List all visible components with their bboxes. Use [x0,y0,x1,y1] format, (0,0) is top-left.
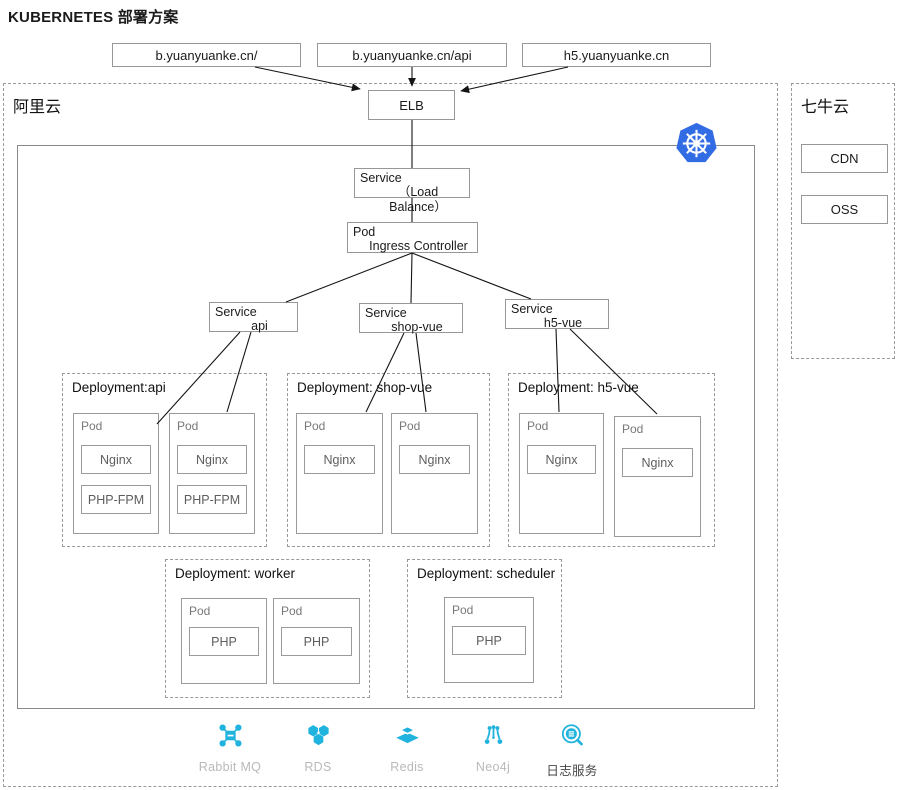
container-php: PHP [281,627,352,656]
pod-type-label: Pod [353,225,376,239]
service-name-label: shop-vue [391,320,443,335]
pod-title: Pod [81,419,103,433]
rds-icon [307,725,329,746]
footer-service-neo4j: Neo4j [448,722,538,774]
service-name-label: h5-vue [543,316,583,331]
deployment-label: Deployment: worker [175,566,296,581]
deployment-label: Deployment: h5-vue [518,380,639,395]
footer-service-label: Redis [390,760,424,774]
container-nginx: Nginx [304,445,375,474]
ingress-name-label: Ingress Controller [369,239,468,254]
container-nginx: Nginx [399,445,470,474]
footer-service-rabbitmq: Rabbit MQ [185,722,275,774]
service-type-label: Service [215,305,257,319]
page-title: KUBERNETES 部署方案 [8,9,179,26]
deployment-shop-vue: Deployment: shop-vue Pod Nginx Pod Nginx [287,373,490,547]
footer-service-label: Rabbit MQ [198,760,262,774]
deployment-label: Deployment: scheduler [417,566,556,581]
container-nginx: Nginx [177,445,247,474]
deployment-h5-vue: Deployment: h5-vue Pod Nginx Pod Nginx [508,373,715,547]
footer-service-label: Neo4j [475,760,511,774]
aliyun-region-label: 阿里云 [13,99,62,116]
elb-box: ELB [368,90,455,120]
pod: Pod Nginx [519,413,604,534]
rabbitmq-icon [218,724,242,747]
domain-box-b-root: b.yuanyuanke.cn/ [112,43,301,67]
footer-service-rds: RDS [273,722,363,774]
deployment-label: Deployment:api [72,380,166,395]
qiniu-region [791,83,895,359]
pod-title: Pod [304,419,326,433]
pod: Pod PHP [181,598,267,684]
deployment-worker: Deployment: worker Pod PHP Pod PHP [165,559,370,698]
pod: Pod Nginx [296,413,383,534]
pod: Pod Nginx [391,413,478,534]
footer-service-label: RDS [304,760,332,774]
service-type-label: Service [360,171,402,185]
container-php: PHP [452,626,526,655]
domain-label: h5.yuanyuanke.cn [563,47,670,63]
pod: Pod Nginx [614,416,701,537]
footer-service-redis: Redis [362,722,452,774]
pod: Pod Nginx PHP-FPM [169,413,255,534]
redis-icon [395,725,419,744]
pod: Pod PHP [444,597,534,683]
pod-title: Pod [177,419,199,433]
service-type-label: Service [365,306,407,320]
footer-service-log: 日志服务 [527,722,617,779]
pod-title: Pod [281,604,303,618]
pod-title: Pod [527,419,549,433]
k8s-cluster-region [17,145,755,709]
pod-title: Pod [622,422,644,436]
container-nginx: Nginx [81,445,151,474]
service-name-label: api [251,319,268,334]
deployment-api: Deployment:api Pod Nginx PHP-FPM Pod Ngi… [62,373,267,547]
ingress-controller-box: Pod Ingress Controller [347,222,478,253]
service-api-box: Service api [209,302,298,334]
service-h5-vue-box: Service h5-vue [505,299,609,331]
kubernetes-logo-icon [674,121,719,166]
domain-box-h5: h5.yuanyuanke.cn [522,43,711,67]
cdn-box: CDN [801,144,888,173]
service-name-label: （Load Balance） [389,185,447,214]
service-loadbalance-box: Service （Load Balance） [354,168,470,214]
container-nginx: Nginx [622,448,693,477]
container-php-fpm: PHP-FPM [81,485,151,514]
domain-box-b-api: b.yuanyuanke.cn/api [317,43,507,67]
domain-label: b.yuanyuanke.cn/api [352,47,472,63]
pod-title: Pod [189,604,211,618]
deployment-scheduler: Deployment: scheduler Pod PHP [407,559,562,698]
container-php: PHP [189,627,259,656]
deployment-label: Deployment: shop-vue [297,380,433,395]
container-php-fpm: PHP-FPM [177,485,247,514]
oss-label: OSS [830,202,859,217]
cdn-label: CDN [830,151,859,166]
pod: Pod PHP [273,598,360,684]
elb-label: ELB [399,97,424,113]
container-nginx: Nginx [527,445,596,474]
domain-label: b.yuanyuanke.cn/ [155,47,258,63]
service-type-label: Service [511,302,553,316]
footer-service-label: 日志服务 [546,764,598,778]
qiniu-region-label: 七牛云 [801,99,850,116]
aliyun-region [3,83,778,787]
pod: Pod Nginx PHP-FPM [73,413,159,534]
service-shop-vue-box: Service shop-vue [359,303,463,335]
oss-box: OSS [801,195,888,224]
neo4j-icon [484,725,502,744]
log-service-icon [561,724,583,746]
pod-title: Pod [452,603,474,617]
pod-title: Pod [399,419,421,433]
